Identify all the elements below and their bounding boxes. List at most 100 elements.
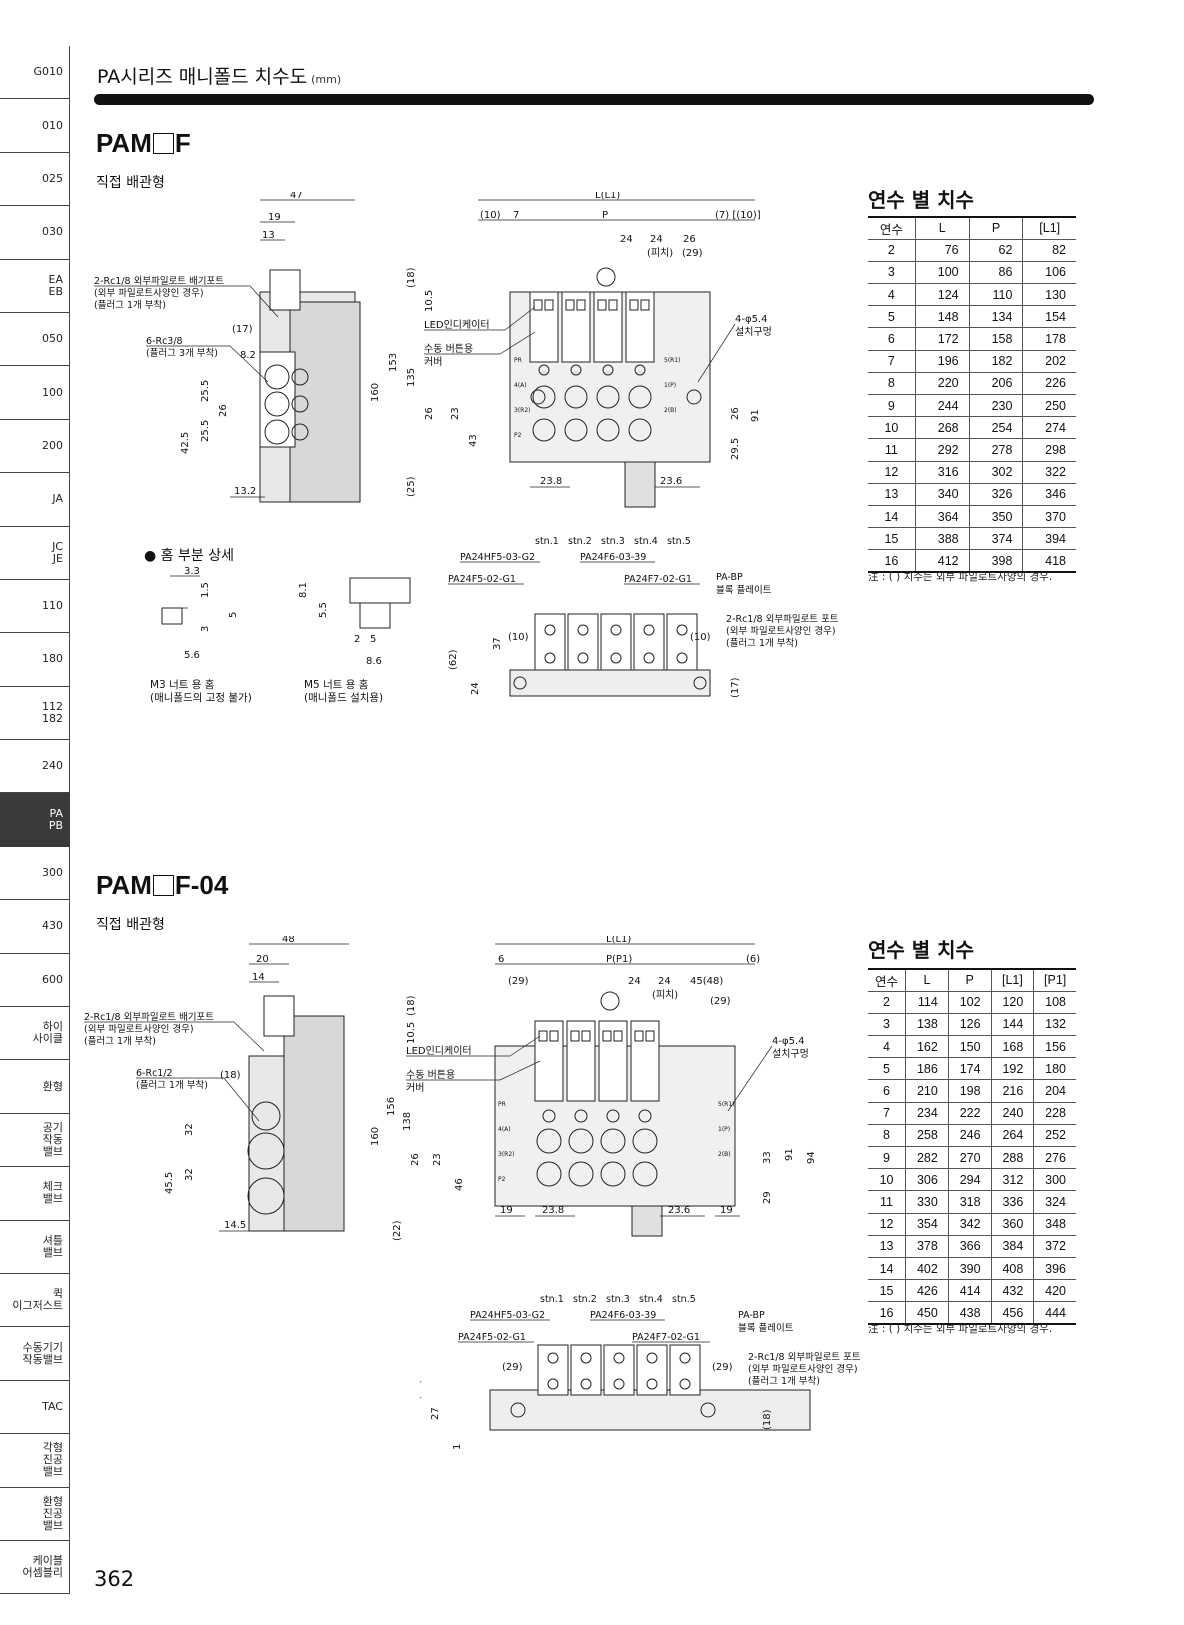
dimension-label: 135 [406,368,417,387]
callout-text: (플러그 3개 부착) [146,348,218,359]
table-cell: 210 [905,1079,949,1103]
side-tab[interactable]: 하이 사이클 [0,1007,70,1061]
dimension-label: 45.5 [164,1172,175,1194]
led-indicator [608,299,618,311]
port-circle [600,991,620,1011]
table-cell: 456 [990,1301,1034,1326]
led-indicator [538,1030,548,1042]
side-tab[interactable]: EA EB [0,259,70,313]
table-cell: 300 [1033,1168,1076,1192]
dimension-label: 5.6 [184,650,200,661]
table-cell: 182 [968,350,1023,373]
table-cell: 114 [905,991,949,1014]
dimension-label: 19 [720,1205,733,1216]
side-tab[interactable]: 112 182 [0,686,70,741]
table-cell: 108 [1033,991,1076,1014]
side-tab[interactable]: JC JE [0,526,70,580]
side-tab[interactable]: 공기 작동 밸브 [0,1113,70,1168]
side-tab[interactable]: JA [0,473,70,527]
side-tab[interactable]: 030 [0,206,70,260]
part-label: PA-BP [716,572,743,583]
port-circle [700,1402,716,1418]
caption-text: (매니폴드 설치용) [304,692,383,704]
part-label: PA24HF5-03-G2 [470,1310,545,1321]
side-tab[interactable]: 100 [0,366,70,420]
callout-text: 커버 [424,356,442,368]
table-cell: 222 [947,1102,992,1125]
side-tab[interactable]: 010 [0,99,70,153]
side-tab[interactable]: 200 [0,419,70,474]
side-tab[interactable]: 환형 [0,1060,70,1114]
dimension-label: 138 [402,1112,413,1131]
detail-title: ● 홈 부분 상세 [144,548,234,564]
station-label: stn.1 [535,536,559,547]
table-cell: 234 [905,1102,949,1125]
port-circle [574,1109,588,1123]
dimension-label: (22) [392,1220,403,1241]
side-tab[interactable]: 050 [0,312,70,367]
led-indicator [544,299,554,311]
side-tab[interactable]: 각형 진공 밸브 [0,1434,70,1488]
side-tab[interactable]: G010 [0,46,70,100]
dimension-label: (10) [508,632,529,643]
side-tab[interactable]: TAC [0,1380,70,1435]
port-label: 2(B) [718,1151,731,1158]
port-circle [610,624,622,636]
table-cell: 3 [868,1013,906,1037]
port-circle [580,1378,592,1390]
dimension-label: 26 [218,404,229,417]
dimension-label: 8.1 [298,582,309,598]
side-tab[interactable]: 체크 밸브 [0,1167,70,1221]
side-tab[interactable]: PA PB [0,793,70,847]
table-cell: 322 [1022,461,1076,484]
side-tab[interactable]: 430 [0,900,70,954]
dimension-label: 8.6 [366,656,382,667]
port-circle [638,1109,652,1123]
table-cell: 414 [947,1279,992,1303]
callout-text: (플러그 1개 부착) [94,300,166,311]
dimension-label: 42.5 [180,432,191,454]
port-circle [613,1352,625,1364]
side-tab[interactable]: 퀵 이그저스트 [0,1273,70,1328]
port-circle [564,418,588,442]
side-tab[interactable]: 180 [0,633,70,687]
table-cell: 274 [1022,416,1076,440]
table-cell: 346 [1022,483,1076,506]
side-tab[interactable]: 셔틀 밸브 [0,1220,70,1274]
side-tab[interactable]: 600 [0,953,70,1008]
table-cell: 206 [968,372,1023,396]
dimension-label: 156 [386,1097,397,1116]
side-tab[interactable]: 300 [0,846,70,901]
side-tab[interactable]: 수동기기 작동밸브 [0,1327,70,1381]
table-cell: 268 [914,416,970,440]
table-cell: 318 [947,1190,992,1214]
table-cell: 14 [868,505,916,529]
led-indicator [613,1030,623,1042]
side-tab[interactable]: 환형 진공 밸브 [0,1487,70,1541]
mount-foot [631,1205,663,1237]
table-cell: 15 [868,527,916,551]
dimension-label: 26 [730,407,741,420]
side-tab[interactable]: 240 [0,740,70,794]
side-tab[interactable]: 110 [0,579,70,634]
station-label: stn.4 [639,1294,663,1305]
table-cell: 150 [947,1035,992,1059]
valve-top [600,613,632,671]
table-cell: 7 [868,1102,906,1125]
dimension-label: 19 [268,212,281,223]
dimension-label: 25.5 [200,380,211,402]
side-tab[interactable]: 025 [0,152,70,207]
table-cell: 384 [990,1235,1034,1258]
side-tab[interactable]: 케이블 어셈블리 [0,1540,70,1595]
table-cell: 102 [947,991,992,1014]
table-cell: 2 [868,991,906,1014]
table-cell: 312 [990,1168,1034,1192]
dimension-label: 24 [650,234,663,245]
dimension-label: 5.5 [318,602,329,618]
dimension-label: 160 [370,1127,381,1146]
